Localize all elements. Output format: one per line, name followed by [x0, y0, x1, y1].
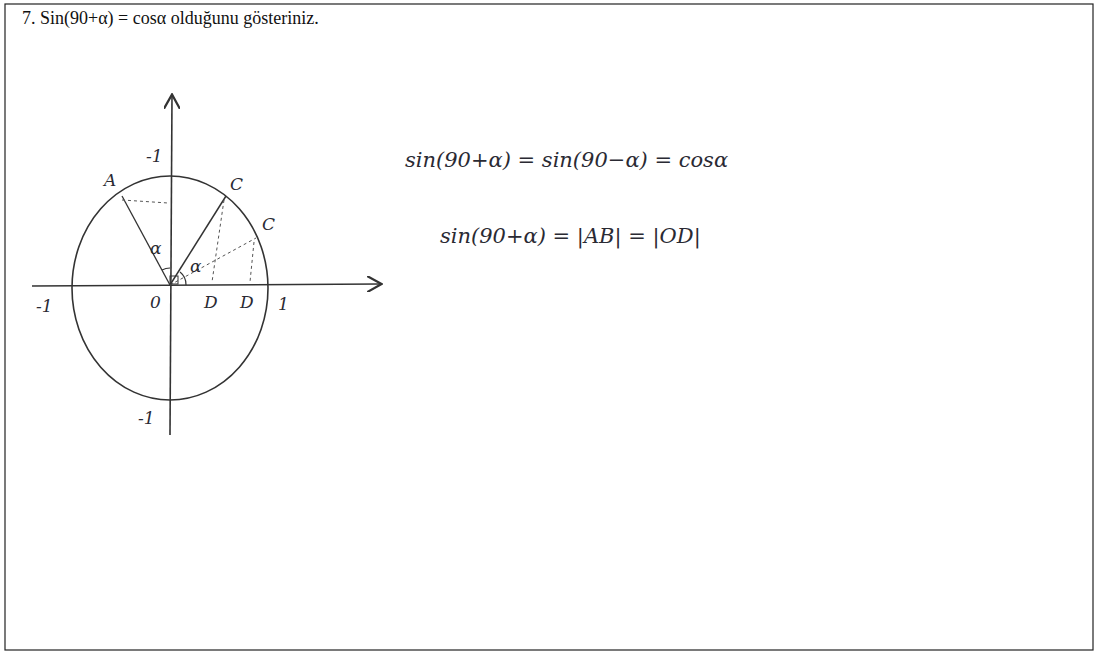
origin-label: 0	[150, 292, 161, 312]
handwritten-equation: sin(90+α) = sin(90−α) = cosα	[405, 148, 728, 172]
angle-label: α	[150, 238, 161, 258]
axis-value: 1	[278, 294, 289, 314]
point-name: C	[262, 214, 275, 234]
point-name: C	[230, 174, 243, 194]
angle-label: α	[190, 256, 201, 276]
point-name: D	[204, 292, 218, 312]
question-text: 7. Sin(90+α) = cosα olduğunu gösteriniz.	[22, 8, 319, 29]
axis-value: -1	[146, 146, 163, 166]
handwritten-equation: sin(90+α) = |AB| = |OD|	[440, 224, 701, 248]
axis-value: -1	[36, 296, 53, 316]
point-name: D	[240, 292, 254, 312]
axis-value: -1	[138, 408, 155, 428]
point-name: A	[104, 170, 116, 190]
